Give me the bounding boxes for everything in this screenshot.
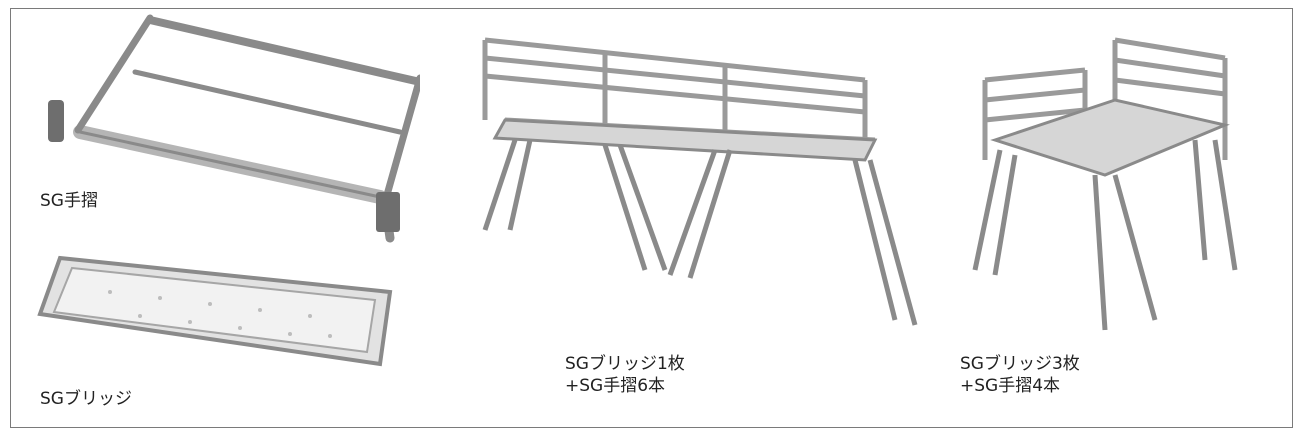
caption-combo-3: SGブリッジ3枚 +SG手摺4本 xyxy=(960,354,1080,396)
bridge-plate-illustration xyxy=(30,252,410,372)
bridge-platform-illustration xyxy=(965,30,1255,340)
caption-combo-1: SGブリッジ1枚 +SG手摺6本 xyxy=(565,354,685,396)
caption-bridge: SGブリッジ xyxy=(40,389,132,409)
figure-frame xyxy=(10,8,1293,428)
bridge-walkway-illustration xyxy=(475,20,925,336)
handrail-illustration xyxy=(40,12,420,248)
caption-handrail: SG手摺 xyxy=(40,191,98,211)
